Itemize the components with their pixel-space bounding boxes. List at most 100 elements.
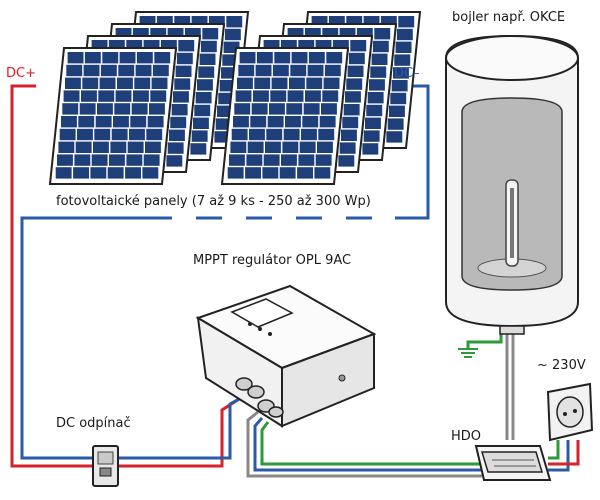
pv-cell bbox=[82, 77, 99, 89]
pv-cell bbox=[91, 40, 108, 52]
pv-cell bbox=[184, 28, 201, 40]
pv-cell bbox=[190, 143, 207, 155]
pv-cell bbox=[222, 54, 239, 66]
pv-cell bbox=[363, 16, 380, 28]
pv-cell bbox=[174, 16, 191, 28]
pv-cell bbox=[135, 64, 152, 77]
pv-cell bbox=[118, 64, 135, 77]
pv-cell bbox=[326, 52, 343, 64]
pv-cell bbox=[229, 154, 245, 166]
pv-cell bbox=[250, 116, 267, 128]
power-outlet-icon bbox=[546, 382, 594, 442]
pv-cell bbox=[396, 28, 413, 41]
pv-cell bbox=[318, 128, 335, 141]
pv-cell bbox=[143, 40, 160, 52]
pv-cell bbox=[167, 142, 184, 154]
pv-cell bbox=[304, 28, 321, 40]
pv-cell bbox=[362, 143, 379, 155]
pv-cell bbox=[176, 52, 193, 65]
pv-cell bbox=[91, 154, 108, 166]
pv-cell bbox=[73, 167, 89, 179]
pv-cell bbox=[113, 116, 129, 128]
pv-cell bbox=[332, 40, 349, 52]
pv-cell bbox=[78, 116, 95, 128]
pv-cell bbox=[160, 40, 177, 52]
pv-cell bbox=[171, 104, 188, 116]
pv-cell bbox=[394, 54, 411, 66]
pv-cell bbox=[231, 128, 248, 141]
pv-cell bbox=[74, 154, 91, 166]
pv-cell bbox=[398, 16, 415, 28]
pv-cell bbox=[283, 128, 300, 141]
pv-cell bbox=[119, 52, 136, 64]
pv-cell bbox=[62, 103, 79, 115]
pv-cell bbox=[343, 104, 360, 116]
pv-cell bbox=[77, 128, 93, 141]
pv-cell bbox=[143, 154, 160, 166]
pv-cell bbox=[346, 78, 363, 90]
pv-cell bbox=[319, 116, 336, 128]
pv-cell bbox=[285, 116, 301, 128]
pv-cell bbox=[139, 16, 156, 28]
pv-cell bbox=[234, 103, 251, 115]
pv-cell bbox=[321, 103, 337, 115]
pv-cell bbox=[224, 28, 241, 41]
pv-cell bbox=[365, 117, 381, 129]
pv-cell bbox=[315, 40, 332, 52]
pv-cell bbox=[280, 40, 297, 52]
pv-cell bbox=[221, 67, 237, 79]
pv-cell bbox=[199, 53, 216, 65]
pv-cell bbox=[328, 16, 345, 28]
dc-switch-label: DC odpínač bbox=[56, 416, 131, 431]
pv-cell bbox=[145, 141, 161, 153]
pv-cell bbox=[342, 116, 359, 129]
pv-cell bbox=[193, 117, 209, 129]
pv-cell bbox=[347, 65, 364, 77]
pv-cell bbox=[289, 77, 305, 89]
ground-symbol-icon bbox=[458, 348, 478, 358]
pv-cell bbox=[247, 141, 264, 153]
dc-minus-label: DC– bbox=[394, 66, 420, 81]
pv-cell bbox=[147, 116, 164, 128]
pv-cell bbox=[202, 28, 219, 40]
pv-cell bbox=[115, 28, 132, 40]
pv-cell bbox=[279, 167, 296, 179]
pv-cell bbox=[339, 142, 356, 154]
pv-cell bbox=[338, 155, 355, 167]
pv-cell bbox=[97, 103, 113, 115]
pv-cell bbox=[306, 77, 323, 89]
pv-cell bbox=[254, 77, 271, 89]
pv-cell bbox=[374, 28, 391, 40]
pv-cell bbox=[107, 167, 124, 179]
pv-cell bbox=[218, 92, 235, 105]
pv-cell bbox=[369, 79, 385, 91]
mppt-regulator-box bbox=[195, 284, 377, 428]
pv-cell bbox=[265, 141, 281, 153]
pv-cell bbox=[274, 52, 291, 64]
pv-cell bbox=[291, 52, 308, 64]
pv-cell bbox=[298, 40, 315, 52]
pv-cell bbox=[156, 16, 173, 28]
pv-cell bbox=[367, 92, 384, 104]
pv-cell bbox=[94, 128, 111, 141]
pv-cell bbox=[255, 64, 272, 77]
pv-cell bbox=[142, 167, 159, 179]
pv-cell bbox=[393, 67, 409, 79]
pv-cell bbox=[380, 16, 397, 28]
dc-plus-label: DC+ bbox=[6, 66, 36, 81]
ac-wires bbox=[246, 332, 580, 478]
pv-cell bbox=[324, 64, 341, 77]
pv-cell bbox=[223, 41, 240, 53]
hdo-unit bbox=[474, 445, 552, 481]
pv-cell bbox=[214, 131, 231, 143]
pv-cell bbox=[175, 65, 192, 77]
pv-cell bbox=[219, 80, 236, 92]
solar-panel bbox=[48, 47, 178, 185]
pv-cell bbox=[126, 40, 143, 52]
pv-cell bbox=[167, 28, 184, 40]
pv-cell bbox=[95, 116, 112, 128]
pv-cell bbox=[267, 116, 284, 128]
pv-cell bbox=[387, 118, 404, 130]
pv-cell bbox=[305, 90, 321, 102]
